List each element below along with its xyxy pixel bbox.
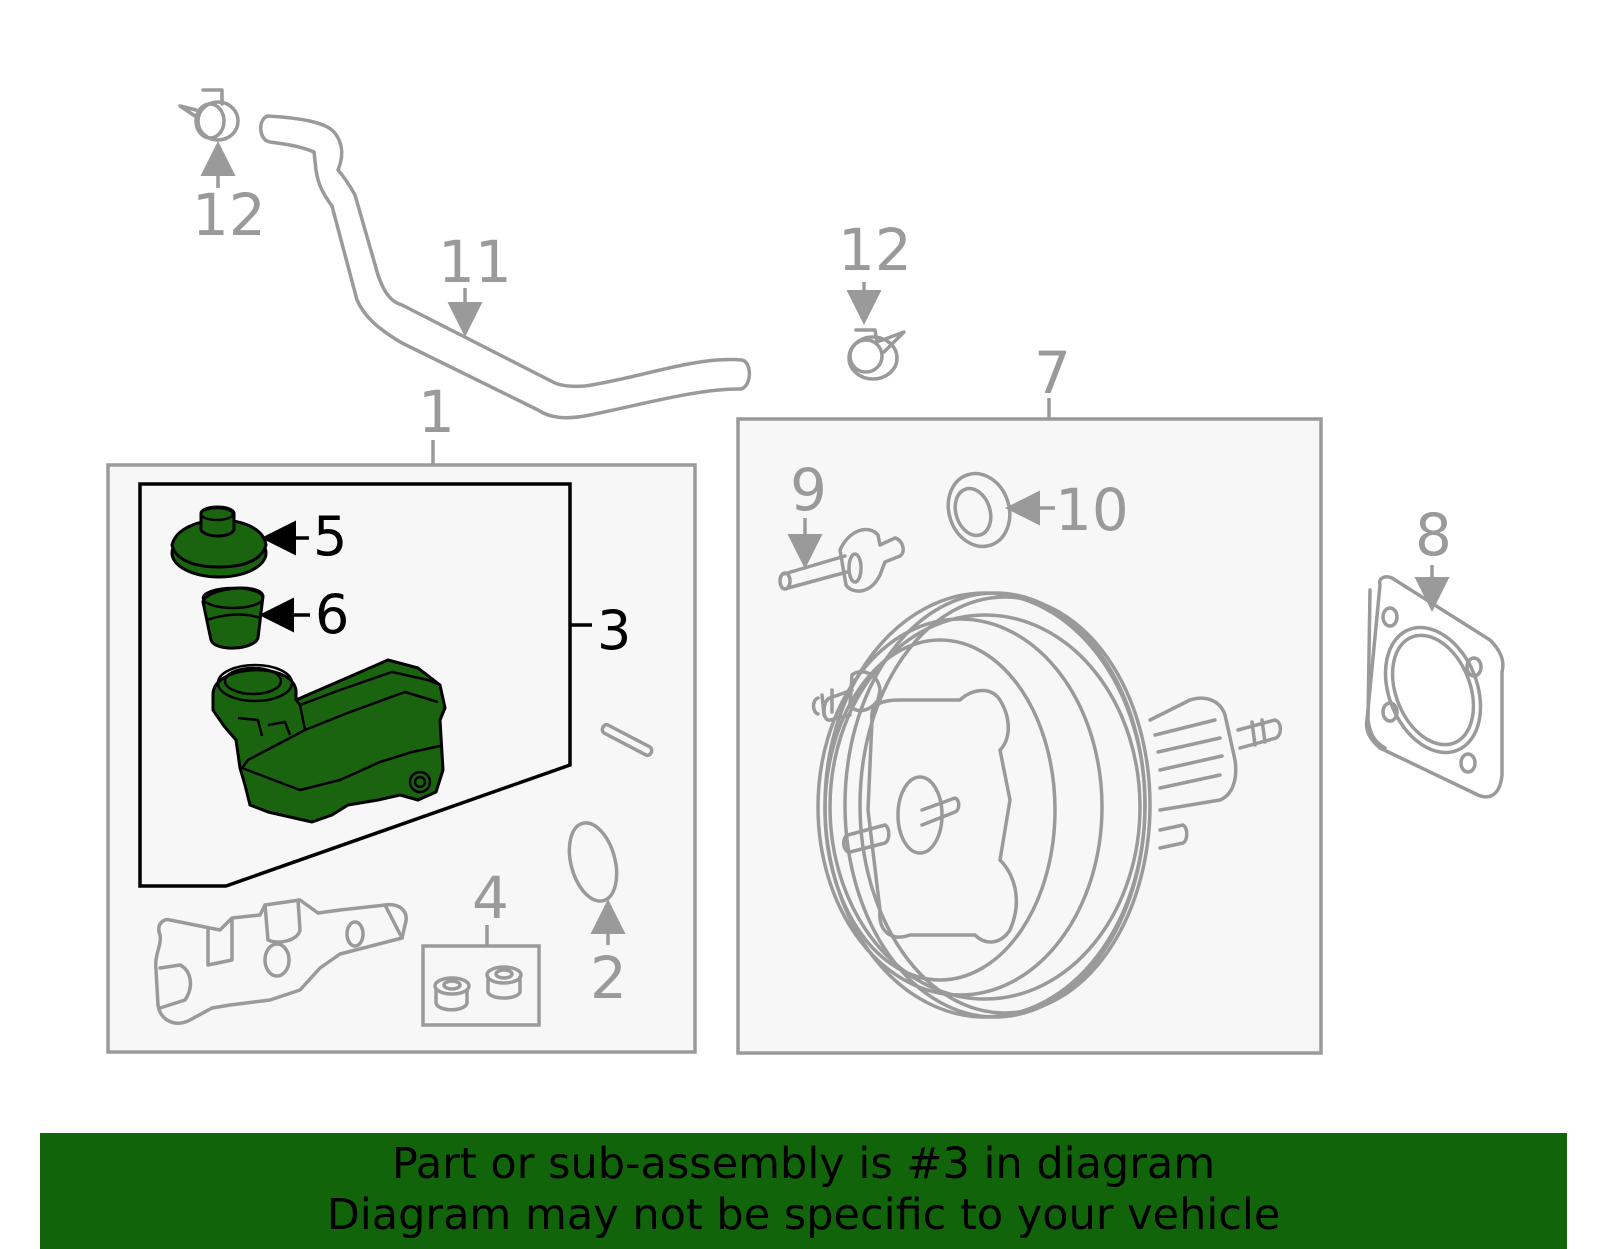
check-valve-9[interactable] bbox=[778, 527, 905, 593]
callout-12-left: 12 bbox=[192, 181, 266, 249]
callout-10: 10 bbox=[1055, 476, 1129, 544]
callout-12-right: 12 bbox=[838, 216, 912, 284]
reservoir-tank[interactable] bbox=[211, 658, 447, 824]
callout-6: 6 bbox=[315, 583, 349, 646]
callout-11: 11 bbox=[438, 228, 512, 296]
callout-2: 2 bbox=[590, 944, 627, 1012]
callout-8: 8 bbox=[1415, 501, 1452, 569]
callout-1: 1 bbox=[418, 378, 455, 446]
pin[interactable] bbox=[600, 722, 654, 758]
banner-line-2: Diagram may not be specific to your vehi… bbox=[326, 1190, 1281, 1240]
banner-line-1: Part or sub-assembly is #3 in diagram bbox=[391, 1139, 1216, 1189]
callout-7: 7 bbox=[1034, 339, 1071, 407]
strainer-6[interactable] bbox=[201, 586, 265, 650]
clamp-12-right[interactable] bbox=[847, 328, 906, 381]
callout-5: 5 bbox=[313, 505, 347, 568]
brake-booster[interactable] bbox=[811, 591, 1283, 1019]
reservoir-cap-5[interactable] bbox=[170, 505, 268, 579]
callout-3: 3 bbox=[597, 599, 631, 662]
callout-9: 9 bbox=[790, 456, 827, 524]
gasket-8[interactable] bbox=[1364, 575, 1505, 799]
grommet-4a[interactable] bbox=[433, 976, 471, 1012]
master-cylinder[interactable] bbox=[153, 898, 408, 1025]
notice-banner: Part or sub-assembly is #3 in diagram Di… bbox=[40, 1133, 1567, 1249]
callout-4: 4 bbox=[472, 864, 509, 932]
grommet-4b[interactable] bbox=[485, 965, 523, 1000]
vacuum-hose-11[interactable] bbox=[259, 114, 752, 420]
clamp-12-left[interactable] bbox=[178, 88, 240, 142]
